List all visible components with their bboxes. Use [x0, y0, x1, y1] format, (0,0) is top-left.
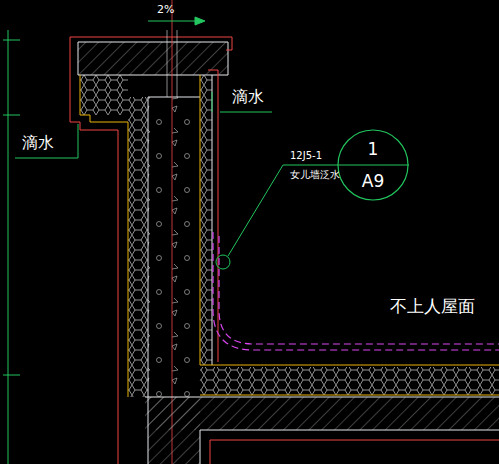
- roof-insulation: [200, 367, 499, 395]
- slope-arrow: [148, 17, 205, 25]
- callout-number: 1: [337, 140, 409, 159]
- annotation: 2%: [157, 4, 174, 16]
- flashing: [213, 232, 499, 350]
- annotation: 滴水: [232, 88, 264, 106]
- detail-callout: 1A9: [337, 129, 409, 201]
- annotation: 不上人屋面: [390, 297, 475, 316]
- dimension-line: [3, 30, 20, 464]
- coping-insulation: [80, 75, 128, 115]
- wall-insulation: [128, 97, 148, 397]
- callout-number: A9: [337, 172, 409, 191]
- coping: [78, 42, 228, 75]
- wall-concrete: [148, 97, 200, 397]
- inner-insulation: [200, 75, 212, 365]
- annotation: 女儿墙泛水: [290, 169, 340, 180]
- annotation: 滴水: [22, 134, 54, 152]
- beam: [148, 397, 200, 464]
- leader-line: [15, 92, 337, 269]
- annotation: 12J5-1: [290, 150, 322, 161]
